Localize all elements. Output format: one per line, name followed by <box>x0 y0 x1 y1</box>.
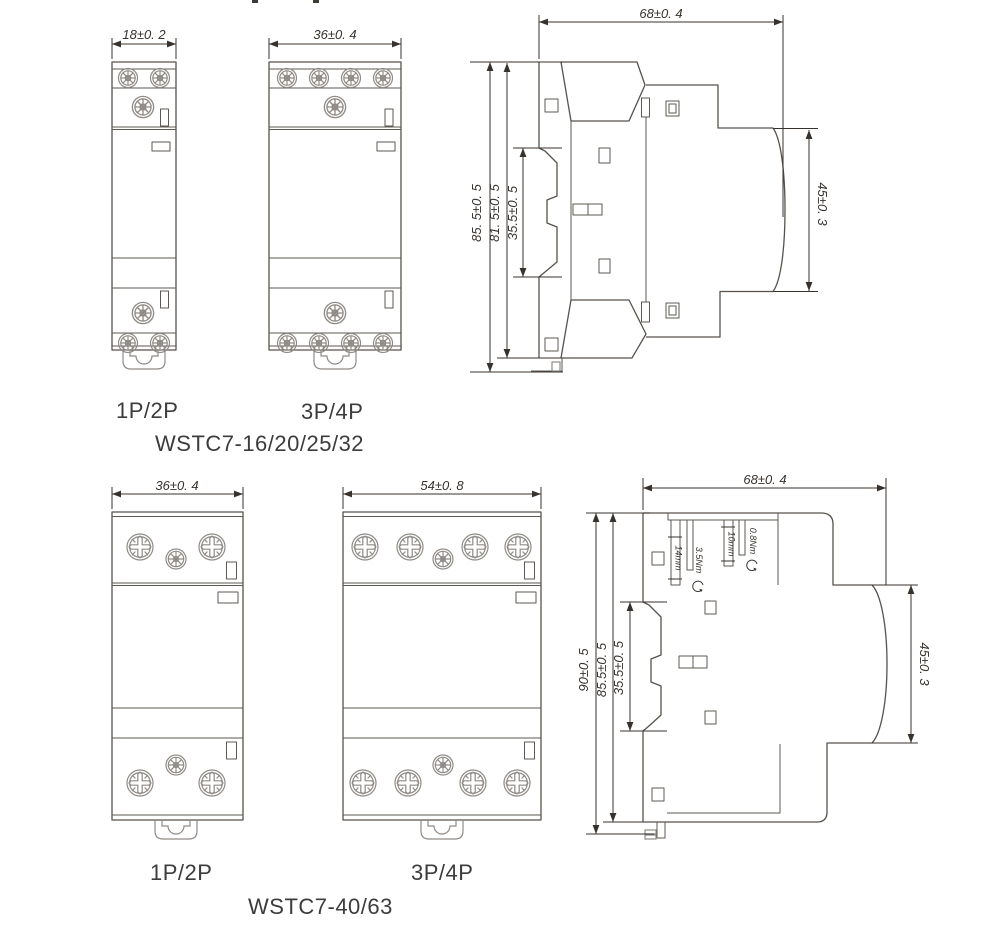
dim-width-top-side: 68±0. 4 <box>538 6 784 217</box>
dim-heights-top-side: 85. 5±0. 5 81. 5±0. 5 35.5±0. 5 45±0. 3 <box>469 62 830 372</box>
screw-icon <box>340 332 362 354</box>
din-clip <box>420 819 464 840</box>
screw-icon <box>117 67 139 89</box>
screw-icon <box>126 533 154 561</box>
front-view-1p2p-bottom: 36±0. 4 <box>111 478 244 840</box>
dim-width-bottom-side: 68±0. 4 <box>642 472 887 585</box>
dim-label: 68±0. 4 <box>639 6 682 21</box>
model-label-bottom: WSTC7-40/63 <box>248 894 393 919</box>
side-view-top: 68±0. 4 85. 5±0. 5 81. 5±0. 5 35.5±0. 5 … <box>469 6 830 373</box>
torque-label: 0.8Nm <box>748 528 758 555</box>
dim-width-bottom-small: 36±0. 4 <box>111 478 244 509</box>
screw-icon <box>308 332 330 354</box>
screw-icon <box>504 533 532 561</box>
screw-icon <box>276 67 298 89</box>
screw-icon <box>394 769 422 797</box>
dim-label: 45±0. 3 <box>917 642 932 686</box>
caption-3p4p-bottom: 3P/4P <box>411 860 474 885</box>
din-clip <box>154 819 198 840</box>
screw-icon <box>503 769 531 797</box>
dim-label: 81. 5±0. 5 <box>487 183 502 242</box>
dim-label: 85.5±0. 5 <box>594 642 609 697</box>
side-view-bottom: 14mm 3.5Nm 10mm 0.8Nm 68±0. 4 <box>576 472 932 840</box>
dim-label: 18±0. 2 <box>122 27 166 42</box>
screw-icon <box>117 332 139 354</box>
screw-icon <box>323 301 347 325</box>
dim-width-bottom-large: 54±0. 8 <box>342 478 542 509</box>
screw-icon <box>323 95 347 119</box>
screw-icon <box>165 548 187 570</box>
cropped-title-artifact <box>252 0 258 3</box>
dim-label: 90±0. 5 <box>576 648 591 692</box>
screw-icon <box>340 67 362 89</box>
screw-icon <box>149 67 171 89</box>
caption-3p4p-top: 3P/4P <box>301 399 364 424</box>
dim-label: 36±0. 4 <box>313 27 356 42</box>
dim-label: 68±0. 4 <box>743 472 786 487</box>
screw-icon <box>149 332 171 354</box>
wire-strip-label: 10mm <box>727 531 737 557</box>
screw-icon <box>432 548 454 570</box>
wire-strip-label: 14mm <box>674 545 684 571</box>
torque-arrow-icon <box>746 559 758 572</box>
screw-icon <box>308 67 330 89</box>
screw-icon <box>432 754 454 776</box>
front-view-3p4p-bottom: 54±0. 8 <box>342 478 542 840</box>
torque-label: 3.5Nm <box>694 547 704 574</box>
screw-icon <box>276 332 298 354</box>
screw-icon <box>131 95 155 119</box>
dim-label: 54±0. 8 <box>420 478 464 493</box>
screw-icon <box>351 533 379 561</box>
dim-label: 35.5±0. 5 <box>505 185 520 240</box>
dim-label: 85. 5±0. 5 <box>469 183 484 242</box>
screw-icon <box>459 769 487 797</box>
dim-label: 36±0. 4 <box>155 478 198 493</box>
front-view-1p2p-top: 18±0. 2 <box>111 27 177 370</box>
dim-heights-bottom-side: 90±0. 5 85.5±0. 5 35.5±0. 5 45±0. 3 <box>576 513 932 834</box>
screw-icon <box>372 332 394 354</box>
screw-icon <box>126 769 154 797</box>
torque-arrow-icon <box>692 580 704 593</box>
screw-icon <box>461 533 489 561</box>
dim-width-top-large: 36±0. 4 <box>268 27 402 59</box>
dim-width-top-small: 18±0. 2 <box>111 27 177 59</box>
caption-1p2p-top: 1P/2P <box>116 398 179 423</box>
screw-icon <box>131 301 155 325</box>
model-label-top: WSTC7-16/20/25/32 <box>155 431 365 456</box>
screw-icon <box>396 533 424 561</box>
caption-1p2p-bottom: 1P/2P <box>150 860 213 885</box>
front-view-3p4p-top: 36±0. 4 <box>268 27 402 370</box>
screw-icon <box>198 769 226 797</box>
screw-icon <box>198 533 226 561</box>
screw-icon <box>372 67 394 89</box>
cropped-title-artifact <box>313 0 319 3</box>
dim-label: 35.5±0. 5 <box>611 640 626 695</box>
screw-icon <box>349 769 377 797</box>
screw-icon <box>165 754 187 776</box>
torque-annotations: 14mm 3.5Nm 10mm 0.8Nm <box>674 528 758 593</box>
dim-label: 45±0. 3 <box>815 182 830 226</box>
